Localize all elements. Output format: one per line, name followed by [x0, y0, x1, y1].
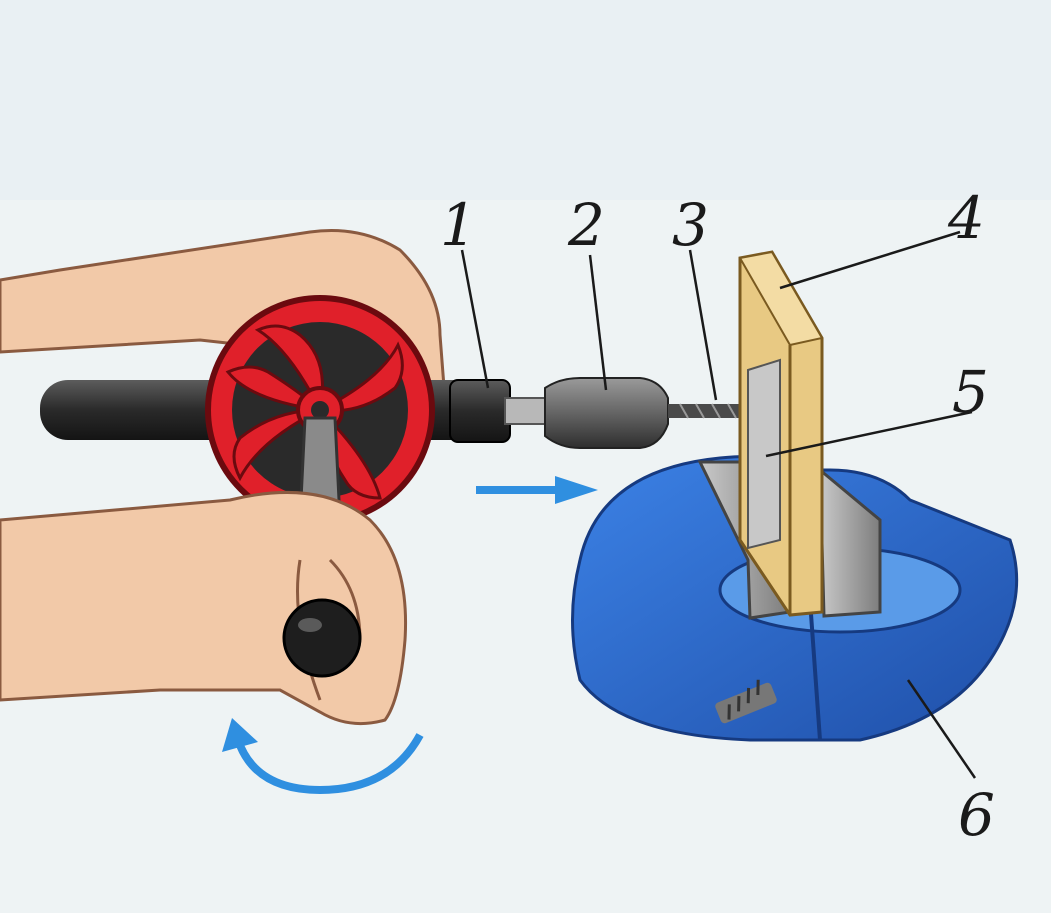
leader-line-6 — [906, 679, 977, 779]
leader-line-2 — [588, 254, 608, 391]
callout-6: 6 — [958, 781, 995, 849]
callout-2: 2 — [567, 191, 605, 259]
callout-5: 5 — [952, 358, 989, 426]
leader-line-4 — [779, 230, 961, 290]
vise-screw — [715, 679, 777, 724]
rotation-arrow — [222, 718, 424, 795]
background-faint-band — [0, 0, 1051, 200]
feed-direction-arrow — [476, 476, 598, 504]
leader-line-5 — [765, 410, 973, 458]
lower-hand — [0, 491, 408, 726]
callout-4: 4 — [947, 184, 985, 252]
callout-1: 1 — [440, 191, 477, 259]
leader-line-3 — [688, 249, 718, 401]
drill-collar — [449, 379, 511, 443]
leader-lines — [460, 230, 977, 779]
callout-3: 3 — [672, 191, 709, 259]
drill-gear-wheel — [205, 295, 435, 525]
drill-chuck — [544, 377, 669, 449]
upper-hand — [0, 228, 447, 423]
metal-plate — [747, 358, 781, 550]
crank-knob — [282, 598, 362, 678]
leader-line-1 — [460, 249, 490, 389]
